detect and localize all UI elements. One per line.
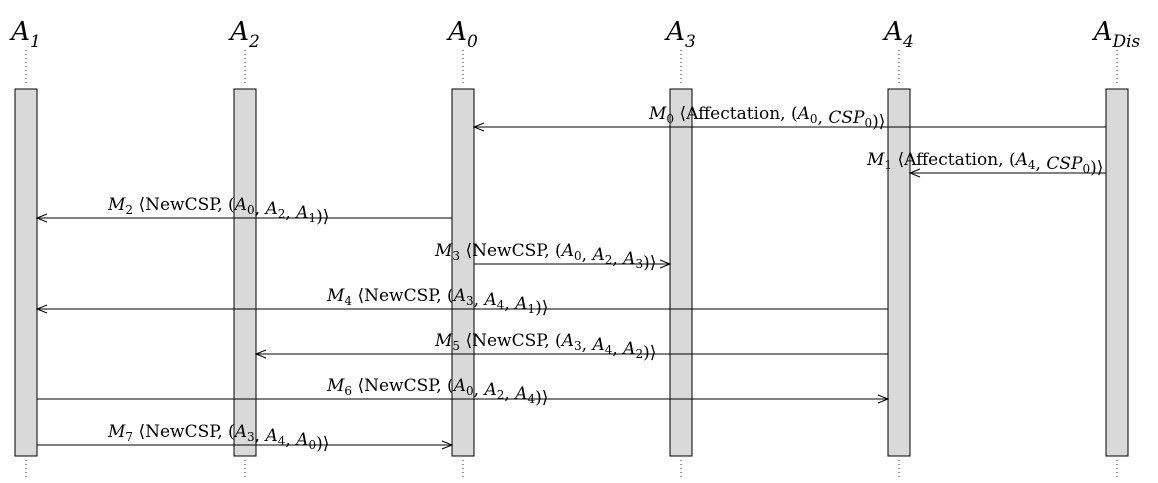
message-label-m3: M3 ⟨NewCSP, (A0, A2, A3)⟩: [434, 241, 656, 273]
message-label-m0: M0 ⟨Affectation, (A0, CSP0)⟩: [648, 104, 885, 132]
arrowhead-m0: [472, 122, 485, 132]
arrowhead-m2: [35, 213, 48, 223]
message-label-m7: M7 ⟨NewCSP, (A3, A4, A0)⟩: [107, 422, 329, 454]
activation-box-a3: [669, 88, 693, 457]
agent-label-a3: A3: [664, 17, 696, 52]
activation-box-a2: [233, 88, 257, 457]
agent-label-a1: A1: [9, 17, 41, 52]
arrowhead-m4: [35, 304, 48, 314]
arrowhead-m6: [877, 394, 890, 404]
activation-box-a4: [887, 88, 911, 457]
arrowhead-m1: [908, 168, 921, 178]
arrowhead-m5: [254, 349, 267, 359]
message-label-m5: M5 ⟨NewCSP, (A3, A4, A2)⟩: [434, 331, 656, 363]
arrowhead-m3: [659, 259, 672, 269]
message-label-m6: M6 ⟨NewCSP, (A0, A2, A4)⟩: [326, 376, 548, 408]
message-label-m4: M4 ⟨NewCSP, (A3, A4, A1)⟩: [326, 286, 548, 318]
arrowhead-m7: [441, 440, 454, 450]
activation-box-a0: [451, 88, 475, 457]
activation-box-adis: [1105, 88, 1129, 457]
activation-box-a1: [14, 88, 38, 457]
agent-label-a0: A0: [446, 17, 478, 52]
agent-label-a2: A2: [228, 17, 260, 52]
agent-label-adis: ADis: [1092, 17, 1141, 52]
agent-label-a4: A4: [882, 17, 914, 52]
message-label-m1: M1 ⟨Affectation, (A4, CSP0)⟩: [866, 150, 1103, 178]
message-label-m2: M2 ⟨NewCSP, (A0, A2, A1)⟩: [107, 195, 329, 227]
